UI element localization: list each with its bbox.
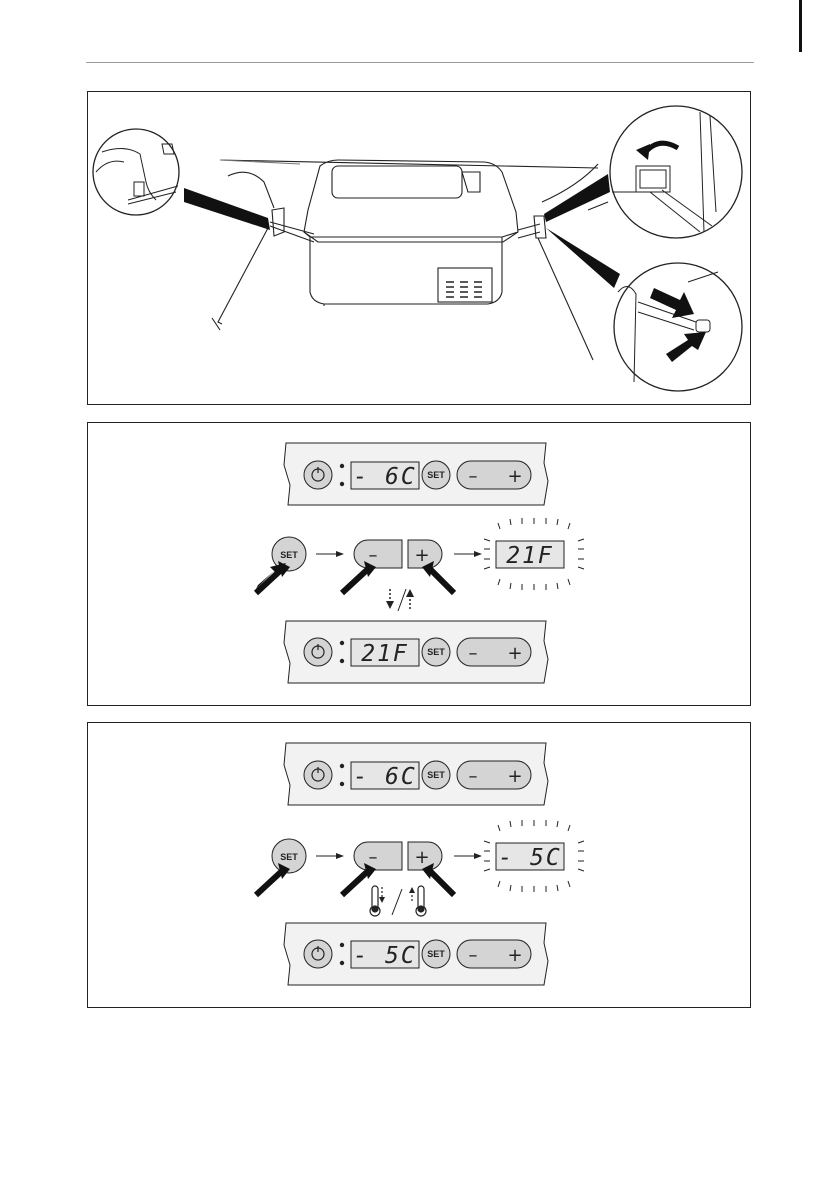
set-button-label: SET [427,470,445,480]
set-button-label: SET [280,550,298,560]
power-button[interactable] [304,940,332,968]
fahrenheit-up-icon [406,589,414,609]
minus-label: – [469,766,478,787]
set-temperature-diagram: - 6C SET – + SET – + [88,723,750,1007]
indicator-led [340,464,344,468]
minus-button[interactable] [354,540,402,568]
minus-label: – [469,945,478,966]
control-panel-after: 21F SET – + [284,621,548,683]
plus-label: + [414,847,429,868]
detail-bottom-right-callout [614,263,742,391]
detail-top-right-callout [610,106,742,238]
page-corner-mark [799,0,802,52]
thermometer-up-icon [409,886,426,916]
indicator-led [340,961,344,965]
indicator-led [340,482,344,486]
indicator-led [340,641,344,645]
lcd-value-flashing: - 5C [498,845,561,871]
lcd-value: - 6C [353,464,416,490]
lcd-value: 21F [361,641,409,667]
fahrenheit-down-icon [386,589,394,609]
lcd-value: - 5C [353,943,416,969]
plus-label: + [507,945,522,966]
control-panel-before: - 6C SET – + [284,443,548,505]
power-button[interactable] [304,638,332,666]
figure-set-unit: - 6C SET – + SET – + [87,422,751,706]
minus-label: – [469,466,478,487]
header-rule [86,62,754,63]
lcd-value: - 6C [353,764,416,790]
plus-label: + [507,466,522,487]
indicator-led [340,782,344,786]
detail-left-callout [93,129,179,215]
step-sequence: SET – + 21F [256,518,584,611]
plus-label: + [414,545,429,566]
set-button-label: SET [427,949,445,959]
set-button-label: SET [427,647,445,657]
step-sequence: SET – + [256,820,584,916]
minus-label: – [369,847,378,868]
indicator-led [340,659,344,663]
control-panel-after: - 5C SET – + [284,923,548,985]
indicator-led [340,943,344,947]
set-unit-diagram: - 6C SET – + SET – + [88,423,750,705]
set-button-label: SET [427,770,445,780]
power-button[interactable] [304,761,332,789]
thermometer-down-icon [370,886,385,916]
plus-label: + [507,643,522,664]
figure-set-temperature: - 6C SET – + SET – + [87,722,751,1008]
plus-label: + [507,766,522,787]
minus-label: – [469,643,478,664]
cooler-lid [304,160,518,242]
minus-button[interactable] [354,842,402,870]
power-button[interactable] [304,461,332,489]
mounting-illustration [88,92,750,404]
lcd-value-flashing: 21F [506,543,554,569]
minus-label: – [369,545,378,566]
figure-mounting [87,91,751,405]
indicator-led [340,764,344,768]
set-button-label: SET [280,852,298,862]
control-panel-before: - 6C SET – + [284,743,548,805]
